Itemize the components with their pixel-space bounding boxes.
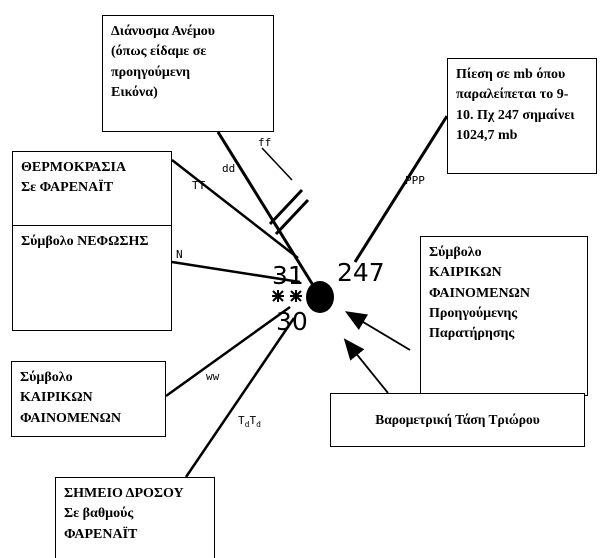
previous-weather-line-2: ΚΑΙΡΙΚΩΝ — [429, 265, 502, 281]
tendency-arrow — [343, 338, 389, 394]
pressure-box: Πίεση σε mb όπου παραλείπεται το 9- 10. … — [447, 58, 597, 174]
tdtd-label: TdTd — [238, 414, 261, 429]
cloud-cover-box: Σύμβολο ΝΕΦΩΣΗΣ — [12, 225, 172, 331]
tt-label: TT — [192, 179, 206, 192]
ff-label: ff — [258, 136, 271, 149]
dew-box-line-3: ΦΑΡΕΝΑΪΤ — [64, 526, 138, 542]
pressure-value: 247 — [337, 258, 385, 287]
pressure-box-line-2: παραλείπεται το 9- — [456, 87, 569, 103]
pressure-box-line-1: Πίεση σε mb όπου — [456, 67, 566, 82]
ww-label: ww — [206, 370, 220, 383]
previous-weather-line-3: ΦΑΙΝΟΜΕΝΩΝ — [429, 285, 530, 301]
tendency-box-label: Βαρομετρική Τάση Τριώρου — [375, 412, 540, 428]
wind-shaft-line — [216, 131, 318, 291]
pressure-line — [353, 115, 449, 263]
pressure-tendency-box: Βαρομετρική Τάση Τριώρου — [330, 393, 585, 447]
wind-vector-box: Διάνυσμα Ανέμου (όπως είδαμε σε προηγούμ… — [102, 15, 274, 132]
cloud-box-line-1: Σύμβολο ΝΕΦΩΣΗΣ — [21, 234, 149, 249]
temperature-box-line-1: ΘΕΡΜΟΚΡΑΣΙΑ — [21, 160, 127, 175]
dew-point-line — [184, 317, 296, 478]
weather-box: Σύμβολο ΚΑΙΡΙΚΩΝ ΦΑΙΝΟΜΕΝΩΝ — [11, 361, 166, 437]
temperature-line — [171, 159, 299, 259]
previous-weather-line-5: Παρατήρησης — [429, 326, 515, 342]
weather-line — [165, 305, 291, 398]
dew-point-value: 30 — [276, 307, 308, 336]
wind-barb-1 — [268, 188, 304, 226]
dew-box-line-2: Σε βαθμούς — [64, 506, 134, 522]
previous-weather-box: Σύμβολο ΚΑΙΡΙΚΩΝ ΦΑΙΝΟΜΕΝΩΝ Προηγούμενης… — [420, 236, 588, 396]
station-circle — [306, 281, 334, 313]
temperature-box: ΘΕΡΜΟΚΡΑΣΙΑ Σε ΦΑΡΕΝΑΪΤ — [12, 151, 172, 226]
dd-label: dd — [222, 162, 235, 175]
present-weather-symbol — [272, 290, 302, 302]
previous-weather-line-1: Σύμβολο — [429, 245, 482, 260]
previous-weather-line-4: Προηγούμενης — [429, 305, 518, 321]
pressure-box-line-4: 1024,7 mb — [456, 127, 518, 143]
dew-point-box: ΣΗΜΕΙΟ ΔΡΟΣΟΥ Σε βαθμούς ΦΑΡΕΝΑΪΤ — [55, 477, 215, 558]
previous-weather-arrow — [344, 311, 411, 351]
wind-box-line-2: (όπως είδαμε σε — [111, 44, 207, 60]
ppp-label: PPP — [405, 174, 425, 187]
ff-leader-line — [261, 147, 293, 181]
n-label: N — [176, 248, 183, 261]
pressure-box-line-3: 10. Πχ 247 σημαίνει — [456, 107, 575, 123]
weather-box-line-1: Σύμβολο — [20, 370, 73, 385]
wind-barb-2 — [274, 198, 310, 236]
cloud-line — [171, 260, 301, 284]
dew-box-line-1: ΣΗΜΕΙΟ ΔΡΟΣΟΥ — [64, 486, 184, 501]
wind-box-line-1: Διάνυσμα Ανέμου — [111, 24, 216, 39]
temperature-box-line-2: Σε ΦΑΡΕΝΑΪΤ — [21, 180, 114, 196]
wind-box-line-4: Εικόνα) — [111, 84, 158, 100]
wind-box-line-3: προηγούμενη — [111, 64, 191, 80]
temperature-value: 31 — [272, 261, 304, 290]
weather-box-line-2: ΚΑΙΡΙΚΩΝ — [20, 390, 93, 406]
weather-box-line-3: ΦΑΙΝΟΜΕΝΩΝ — [20, 410, 121, 426]
